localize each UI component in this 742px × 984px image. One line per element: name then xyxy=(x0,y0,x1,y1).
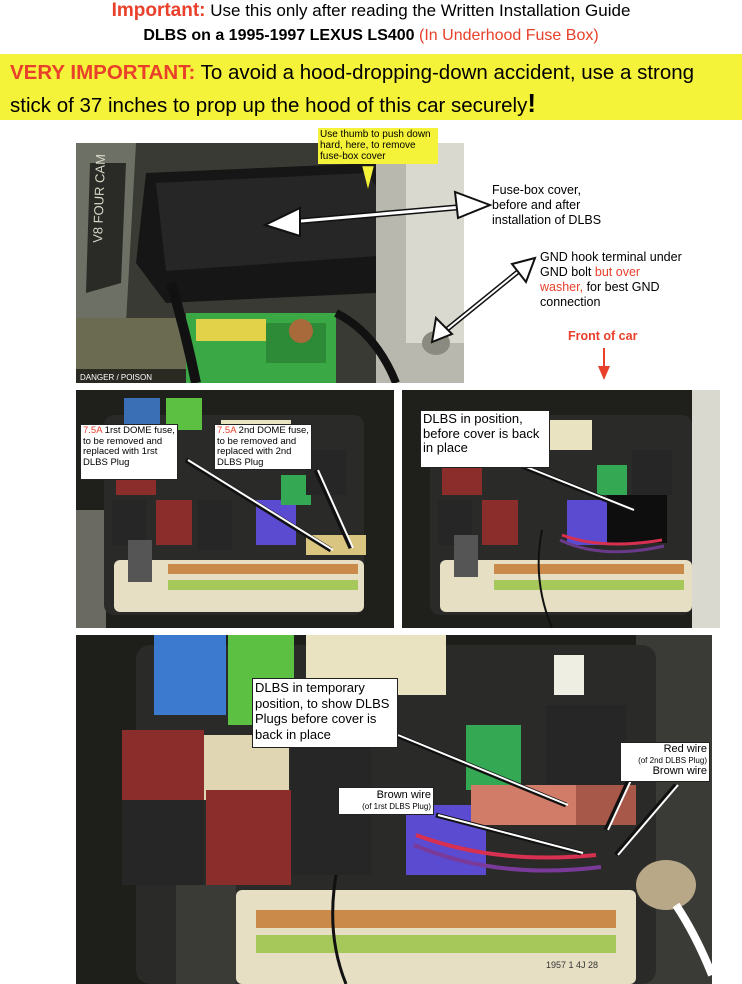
dlbs-temporary-label: DLBS in temporary position, to show DLBS… xyxy=(252,678,398,748)
cover-arrow-head-icon xyxy=(262,206,301,238)
front-arrow-head-icon xyxy=(598,366,610,380)
battery-warning-text: DANGER / POISON xyxy=(80,373,152,382)
front-of-car-text: Front of car xyxy=(568,329,638,343)
dlbs-temporary-text: DLBS in temporary position, to show DLBS… xyxy=(255,680,390,742)
warning-bang: ! xyxy=(527,88,537,118)
dome-fuse-1-text: 1rst DOME fuse, to be removed and replac… xyxy=(83,425,175,468)
red-wire-label: Red wire (of 2nd DLBS Plug) Brown wire xyxy=(620,742,710,782)
red-wire-text: Red wire xyxy=(663,743,707,755)
photo-fusebox-cover: V8 FOUR CAM DANGER / POISON xyxy=(76,143,464,383)
warning-lead: VERY IMPORTANT: xyxy=(10,61,196,84)
header-line-2: DLBS on a 1995-1997 LEXUS LS400 (In Unde… xyxy=(0,26,742,46)
dome-fuse-2-amp: 7.5A xyxy=(217,425,237,436)
subtitle-red: (In Underhood Fuse Box) xyxy=(419,27,599,44)
gnd-note-red: but over washer, xyxy=(540,265,641,294)
thumb-arrow-icon xyxy=(361,165,375,191)
gnd-note: GND hook terminal under GND bolt but ove… xyxy=(538,249,688,311)
important-word: Important: xyxy=(111,0,206,21)
front-of-car-note: Front of car xyxy=(566,328,676,345)
gnd-note-b: for best GND connection xyxy=(540,280,660,309)
dlbs-position-label: DLBS in position, before cover is back i… xyxy=(420,410,550,468)
red-wire-sub: (of 2nd DLBS Plug) xyxy=(638,756,707,765)
dlbs-position-text: DLBS in position, before cover is back i… xyxy=(423,411,540,455)
header-line-1: Important: Use this only after reading t… xyxy=(0,0,742,22)
gnd-arrow-shaft-inner xyxy=(439,261,531,336)
photo-fusebox-cover-drawing: V8 FOUR CAM DANGER / POISON xyxy=(76,143,464,383)
dome-fuse-1-amp: 7.5A xyxy=(83,425,103,436)
cover-arrow-tail-icon xyxy=(453,190,493,220)
brown-wire-right-text: Brown wire xyxy=(652,765,707,777)
thumb-push-note-text: Use thumb to push down hard, here, to re… xyxy=(320,129,431,162)
brown-wire-label: Brown wire (of 1rst DLBS Plug) xyxy=(338,787,434,815)
thumb-push-note: Use thumb to push down hard, here, to re… xyxy=(318,128,438,164)
brown-wire-sub: (of 1rst DLBS Plug) xyxy=(362,802,431,811)
warning-text: To avoid a hood-dropping-down accident, … xyxy=(10,61,695,117)
engine-cover-text: V8 FOUR CAM xyxy=(90,154,108,243)
dome-fuse-1-label: 7.5A 1rst DOME fuse, to be removed and r… xyxy=(80,424,178,480)
cover-note-text: Fuse-box cover, before and after install… xyxy=(492,183,602,227)
gnd-arrow-head-icon xyxy=(510,256,537,285)
stamp-text: 1957 1 4J 28 xyxy=(546,960,598,970)
subtitle-main: DLBS on a 1995-1997 LEXUS LS400 xyxy=(143,27,415,44)
important-text: Use this only after reading the Written … xyxy=(210,1,631,20)
brown-wire-text: Brown wire xyxy=(376,789,431,801)
gnd-note-a: GND hook terminal under GND bolt xyxy=(540,250,682,279)
dome-fuse-2-text: 2nd DOME fuse, to be removed and replace… xyxy=(217,425,309,468)
cover-arrow-shaft-inner xyxy=(289,203,486,224)
dome-fuse-2-label: 7.5A 2nd DOME fuse, to be removed and re… xyxy=(214,424,312,470)
gnd-arrow-tail-icon xyxy=(430,315,454,344)
warning-banner: VERY IMPORTANT: To avoid a hood-dropping… xyxy=(0,54,742,120)
cover-note: Fuse-box cover, before and after install… xyxy=(490,182,610,229)
